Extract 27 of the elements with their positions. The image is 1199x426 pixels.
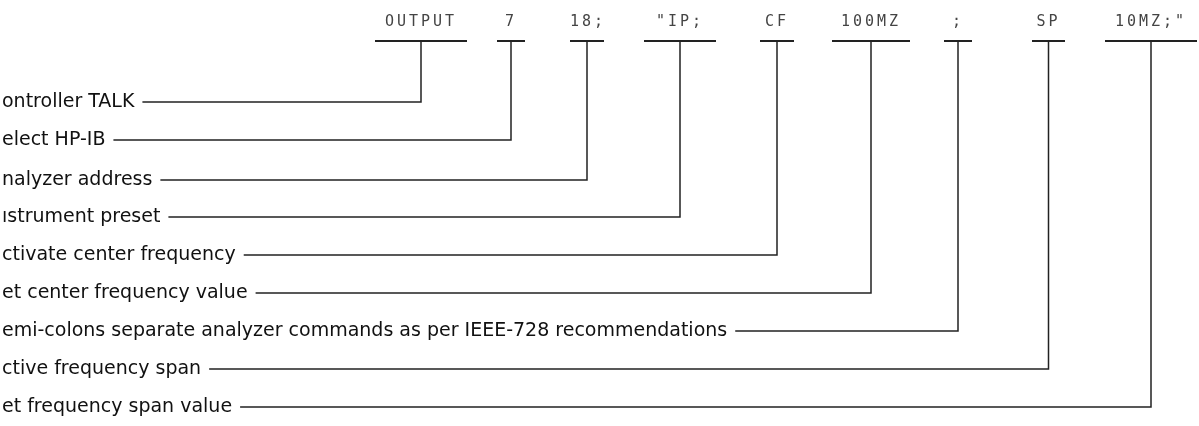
annotation-text: nalyzer address bbox=[2, 166, 153, 190]
command-token: 7 bbox=[497, 8, 525, 42]
command-token: OUTPUT bbox=[375, 8, 467, 42]
annotation-text: et center frequency value bbox=[2, 279, 248, 303]
command-token: SP bbox=[1032, 8, 1065, 42]
command-token: 100MZ bbox=[832, 8, 910, 42]
command-token: CF bbox=[760, 8, 794, 42]
leader-line bbox=[167, 41, 681, 218]
annotation-text: elect HP-IB bbox=[2, 126, 106, 150]
annotation-text: ıstrument preset bbox=[2, 203, 161, 227]
command-token: 18; bbox=[570, 8, 604, 42]
annotation-text: ctive frequency span bbox=[2, 355, 202, 379]
leader-line bbox=[734, 41, 959, 332]
annotation-text: ctivate center frequency bbox=[2, 241, 236, 265]
leader-line bbox=[159, 41, 588, 181]
annotation-text: et frequency span value bbox=[2, 393, 233, 417]
leader-line bbox=[208, 41, 1050, 370]
leader-line bbox=[141, 41, 422, 103]
command-token: "IP; bbox=[644, 8, 716, 42]
leader-line bbox=[254, 41, 872, 294]
annotation-text: ontroller TALK bbox=[2, 88, 135, 112]
leader-line bbox=[112, 41, 512, 141]
command-token: ; bbox=[944, 8, 972, 42]
leader-line bbox=[242, 41, 778, 256]
leader-line bbox=[239, 41, 1152, 408]
annotation-text: emi-colons separate analyzer commands as per IEEE-728 recommendations bbox=[2, 317, 728, 341]
command-token: 10MZ;" bbox=[1105, 8, 1197, 42]
